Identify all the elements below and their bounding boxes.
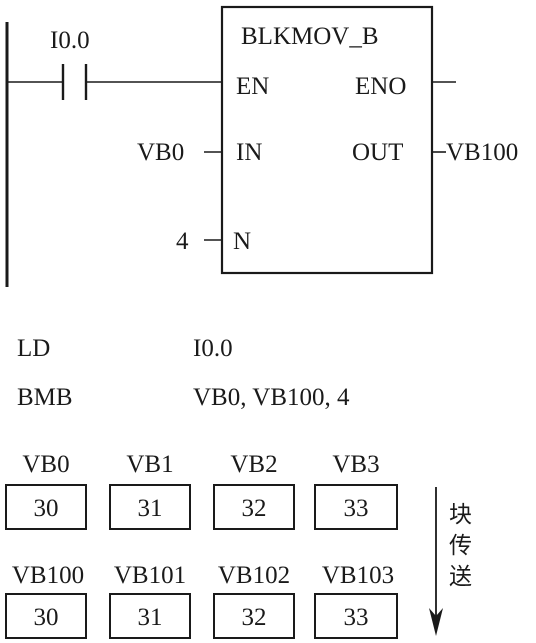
- stl-op-2: BMB: [17, 384, 73, 411]
- transfer-arrow-head: [429, 608, 443, 636]
- source-cell-1: [109, 484, 191, 530]
- source-value-2: 32: [242, 495, 267, 522]
- pin-en: EN: [236, 73, 269, 100]
- transfer-label-3: 送: [449, 564, 472, 590]
- source-value-3: 33: [344, 495, 369, 522]
- pin-eno: ENO: [355, 73, 406, 100]
- transfer-label-1: 块: [449, 502, 472, 528]
- pin-in: IN: [236, 139, 262, 166]
- transfer-label-2: 传: [449, 533, 472, 559]
- dest-value-3: 33: [344, 604, 369, 631]
- n-operand: 4: [176, 228, 189, 255]
- dest-cell-3: [314, 593, 398, 639]
- in-operand: VB0: [137, 139, 184, 166]
- dest-cell-1: [109, 593, 191, 639]
- contact-label: I0.0: [50, 27, 90, 54]
- stl-operand-1: I0.0: [193, 335, 233, 362]
- dest-value-1: 31: [138, 604, 163, 631]
- blkmov-block: [220, 5, 434, 275]
- source-addr-0: VB0: [22, 451, 69, 478]
- dest-cell-0: [5, 593, 87, 639]
- dest-addr-0: VB100: [12, 562, 84, 589]
- stl-op-1: LD: [17, 335, 50, 362]
- source-value-1: 31: [138, 495, 163, 522]
- dest-addr-1: VB101: [114, 562, 186, 589]
- source-bytes: VB0 30 VB1 31 VB2 32 VB3 33: [5, 451, 398, 530]
- source-value-0: 30: [34, 495, 59, 522]
- dest-cell-2: [213, 593, 295, 639]
- source-addr-3: VB3: [332, 451, 379, 478]
- out-operand: VB100: [446, 139, 518, 166]
- source-cell-3: [314, 484, 398, 530]
- dest-value-2: 32: [242, 604, 267, 631]
- source-cell-2: [213, 484, 295, 530]
- stl-operand-2: VB0, VB100, 4: [193, 384, 350, 411]
- pin-out: OUT: [352, 139, 403, 166]
- source-cell-0: [5, 484, 87, 530]
- block-title: BLKMOV_B: [241, 23, 379, 50]
- dest-addr-2: VB102: [218, 562, 290, 589]
- pin-n: N: [233, 228, 251, 255]
- dest-bytes: VB100 30 VB101 31 VB102 32 VB103 33: [5, 562, 398, 639]
- source-addr-2: VB2: [230, 451, 277, 478]
- dest-value-0: 30: [34, 604, 59, 631]
- source-addr-1: VB1: [126, 451, 173, 478]
- dest-addr-3: VB103: [322, 562, 394, 589]
